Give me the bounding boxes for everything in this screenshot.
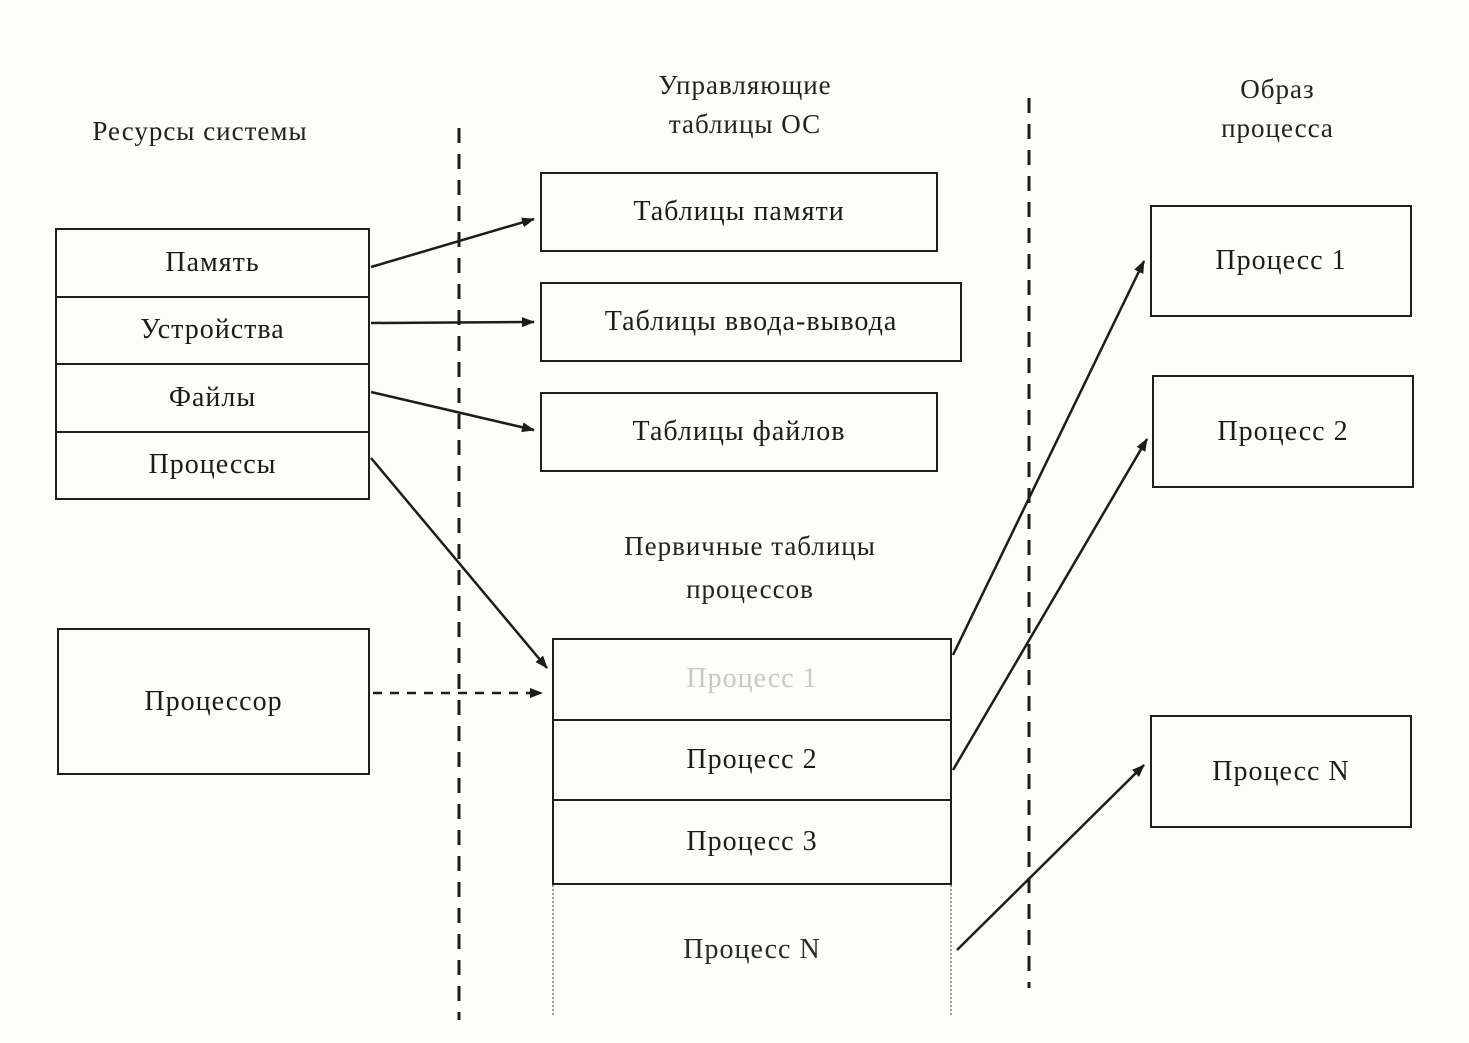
file-tables-box: Таблицы файлов [540, 392, 938, 472]
memory-tables-box: Таблицы памяти [540, 172, 938, 252]
resource-row-files: Файлы [57, 363, 368, 431]
io-tables-box: Таблицы ввода-вывода [540, 282, 962, 362]
process-table-row-1: Процесс 1 [686, 663, 818, 695]
process-image-n-box: Процесс N [1150, 715, 1412, 828]
resource-row-memory: Память [165, 246, 260, 278]
arrow-processes-to-process-tables [370, 457, 548, 669]
heading-process-image: Образ процесса [1221, 74, 1334, 144]
process-table-row-n: Процесс N [552, 885, 952, 1015]
heading-os-control-tables: Управляющие таблицы ОС [658, 70, 832, 140]
arrow-row2-to-process-image-2 [951, 438, 1149, 771]
processor-box: Процессор [57, 628, 370, 775]
primary-process-tables-stack: Процесс 1 Процесс 2 Процесс 3 [552, 638, 952, 885]
resource-row-devices: Устройства [57, 295, 368, 364]
arrow-rown-to-process-image-n [956, 764, 1145, 951]
resource-row-processes: Процессы [57, 430, 368, 499]
process-image-2-box: Процесс 2 [1152, 375, 1414, 488]
process-table-row-2: Процесс 2 [554, 718, 950, 800]
arrow-memory-to-memory-tables [370, 217, 535, 269]
arrow-devices-to-io-tables [370, 317, 535, 328]
arrow-files-to-file-tables [370, 390, 535, 433]
arrow-row1-to-process-image-1 [951, 260, 1146, 656]
process-image-1-box: Процесс 1 [1150, 205, 1412, 317]
resources-stack: Память Устройства Файлы Процессы [55, 228, 370, 500]
process-table-row-3: Процесс 3 [554, 799, 950, 883]
heading-primary-process-tables: Первичные таблицы процессов [624, 531, 876, 605]
heading-system-resources: Ресурсы системы [92, 116, 308, 146]
